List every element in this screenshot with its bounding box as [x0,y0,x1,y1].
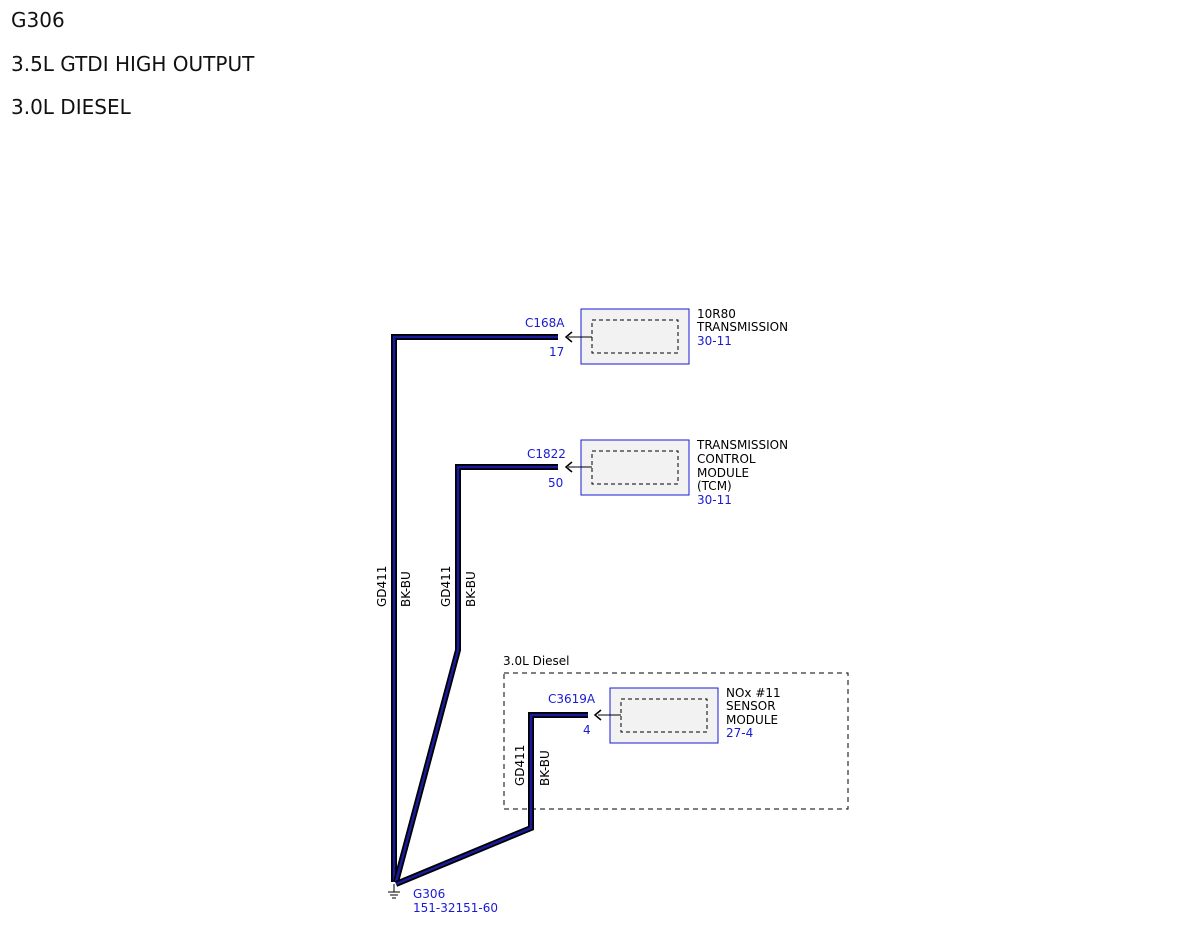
component-3-ref-link[interactable]: 27-4 [726,726,753,740]
pin-50-label: 50 [548,476,563,490]
wire-3-color-label: BK-BU [538,750,552,786]
pin-4-label: 4 [583,723,591,737]
component-1-name-line-1: 10R80 [697,307,736,321]
component-10r80-transmission[interactable] [564,308,690,365]
ground-ref-link[interactable]: 151-32151-60 [413,901,498,915]
header-line-1: G306 [11,8,65,32]
connector-c1822-label: C1822 [527,447,566,461]
wire-1-color-label: BK-BU [399,571,413,607]
wire-1[interactable] [391,334,558,882]
wire-1-circuit-label: GD411 [375,566,389,607]
component-tcm[interactable] [564,439,690,496]
connector-arrow-icon [564,331,573,343]
wire-2[interactable] [393,464,558,883]
pin-17-label: 17 [549,345,564,359]
component-3-name-line-3: MODULE [726,713,778,727]
diesel-option-label: 3.0L Diesel [503,654,570,668]
connector-c3619a-label: C3619A [548,692,596,706]
component-3-name-line-2: SENSOR [726,699,776,713]
component-nox-sensor-module[interactable] [593,687,719,744]
wire-2-color-label: BK-BU [464,571,478,607]
connector-c168a-label: C168A [525,316,565,330]
component-3-name-line-1: NOx #11 [726,686,781,700]
component-2-name-line-2: CONTROL [697,452,756,466]
diesel-option-box [503,672,849,810]
component-2-name-line-1: TRANSMISSION [696,438,788,452]
wire-3-circuit-label: GD411 [513,745,527,786]
component-1-ref-link[interactable]: 30-11 [697,334,732,348]
component-1-name-line-2: TRANSMISSION [696,320,788,334]
ground-name-label: G306 [413,887,445,901]
header-line-3: 3.0L DIESEL [11,95,131,119]
component-2-ref-link[interactable]: 30-11 [697,493,732,507]
header-line-2: 3.5L GTDI HIGH OUTPUT [11,52,255,76]
component-2-name-line-4: (TCM) [697,479,732,493]
wire-2-circuit-label: GD411 [439,566,453,607]
ground-icon[interactable] [388,884,400,899]
connector-arrow-icon [564,461,573,473]
connector-arrow-icon [593,709,602,721]
wire-3[interactable] [394,712,588,887]
component-2-name-line-3: MODULE [697,466,749,480]
